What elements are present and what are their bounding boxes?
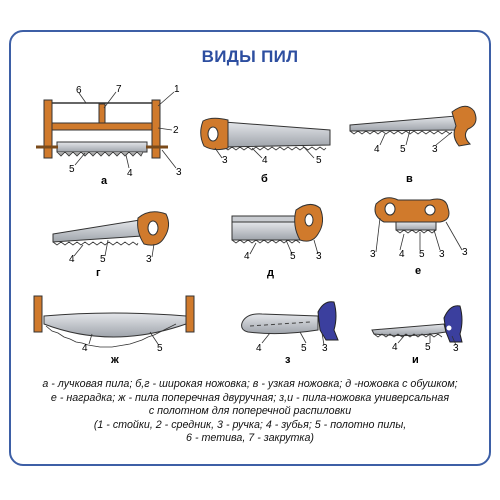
callout-5: 5 <box>425 342 431 353</box>
figure-letter-z: з <box>285 354 291 366</box>
bow-saw-a: 6 7 1 2 5 4 3 а <box>36 84 182 187</box>
callout-1: 1 <box>174 84 180 95</box>
callout-5: 5 <box>301 343 307 354</box>
callout-3: 3 <box>453 343 459 354</box>
back-saw-d: 4 5 3 д <box>231 204 324 279</box>
legend-caption: а - лучковая пила; б,г - широкая ножовка… <box>18 378 482 446</box>
callout-5: 5 <box>100 254 106 265</box>
caption-line-1: а - лучковая пила; б,г - широкая ножовка… <box>42 378 458 390</box>
callout-3: 3 <box>222 155 228 166</box>
figure-letter-zh: ж <box>110 354 119 366</box>
callout-3: 3 <box>439 249 445 260</box>
callout-4: 4 <box>374 144 380 155</box>
caption-line-5: 6 - тетива, 7 - закрутка) <box>186 432 314 444</box>
callout-5: 5 <box>419 249 425 260</box>
two-man-saw-zh: 4 5 ж <box>33 295 195 366</box>
figure-letter-i: и <box>412 354 419 366</box>
callout-5: 5 <box>316 155 322 166</box>
nagradka-e: 3 3 4 5 3 е <box>370 197 468 277</box>
callout-3: 3 <box>146 254 152 265</box>
narrow-handsaw-v: 4 5 3 в <box>349 105 477 185</box>
callout-3: 3 <box>176 167 182 178</box>
figure-letter-b: б <box>261 173 268 185</box>
callout-4: 4 <box>399 249 405 260</box>
figure-letter-v: в <box>406 173 413 185</box>
callout-3: 3 <box>322 343 328 354</box>
callout-5: 5 <box>157 343 163 354</box>
universal-saw-z: 4 5 3 з <box>241 301 339 366</box>
callout-5: 5 <box>290 251 296 262</box>
callout-4: 4 <box>69 254 75 265</box>
callout-7: 7 <box>116 84 122 95</box>
wide-handsaw-g: 4 5 3 г <box>52 211 170 279</box>
callout-4: 4 <box>256 343 262 354</box>
universal-saw-i: 4 5 3 и <box>371 305 463 366</box>
callout-4: 4 <box>244 251 250 262</box>
callout-3: 3 <box>462 247 468 258</box>
callout-2: 2 <box>173 125 179 136</box>
caption-line-4: (1 - стойки, 2 - средник, 3 - ручка; 4 -… <box>93 418 407 431</box>
figure-letter-e: е <box>415 265 421 277</box>
callout-5: 5 <box>69 164 75 175</box>
callout-5: 5 <box>400 144 406 155</box>
page-title: ВИДЫ ПИЛ <box>201 47 299 66</box>
figure-letter-d: д <box>267 267 274 279</box>
caption-line-2: е - наградка; ж - пила поперечная двуруч… <box>50 391 450 404</box>
callout-4: 4 <box>262 155 268 166</box>
caption-line-3: с полотном для поперечной распиловки <box>148 405 352 417</box>
figure-letter-g: г <box>96 267 101 279</box>
callout-3: 3 <box>432 144 438 155</box>
callout-4: 4 <box>82 343 88 354</box>
callout-6: 6 <box>76 85 82 96</box>
callout-3: 3 <box>316 251 322 262</box>
figure-letter-a: а <box>101 175 108 187</box>
callout-4: 4 <box>392 342 398 353</box>
callout-4: 4 <box>127 168 133 179</box>
wide-handsaw-b: 3 4 5 б <box>200 117 331 185</box>
callout-3: 3 <box>370 249 376 260</box>
